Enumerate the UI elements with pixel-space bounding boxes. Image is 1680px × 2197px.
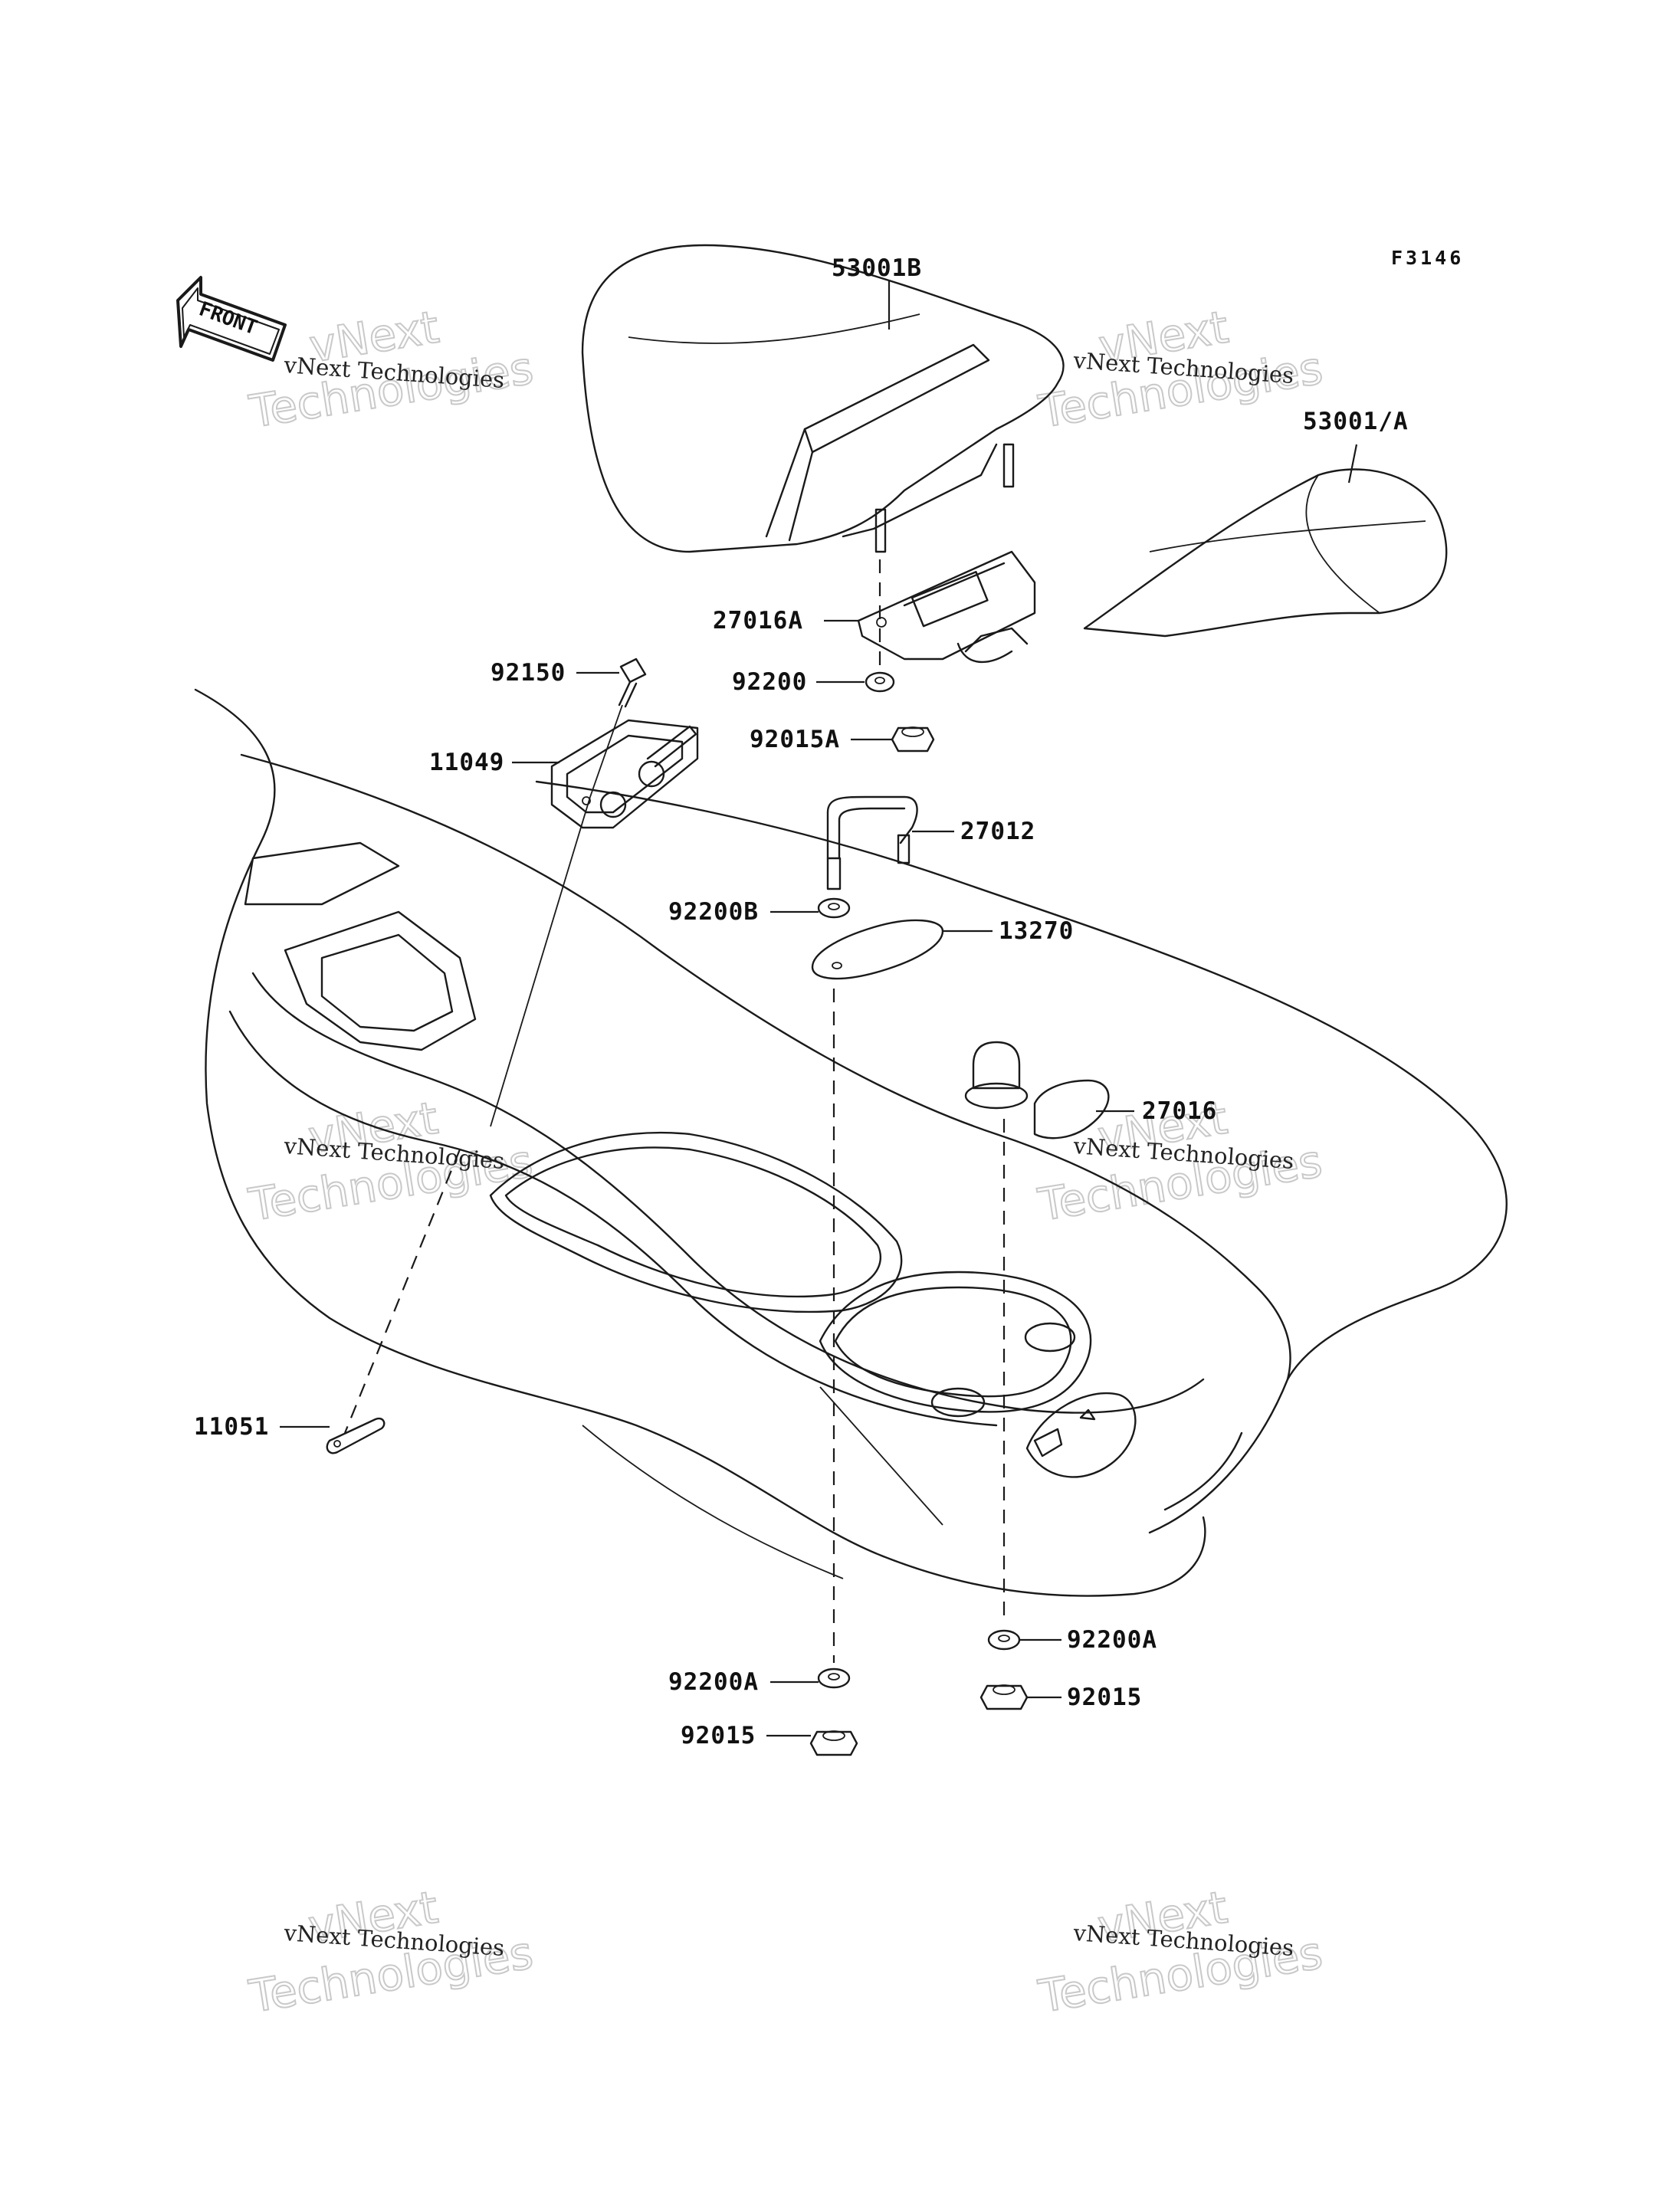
part-label-27016A[interactable]: 27016A [713,607,803,635]
washer-92200 [865,671,895,693]
seat-catch-27016 [964,1041,1110,1139]
assembly-lines [343,559,1006,1663]
nut-92015A [891,726,935,753]
part-label-27016[interactable]: 27016 [1142,1097,1217,1125]
hull-body [194,688,1508,1597]
part-label-92200A-right[interactable]: 92200A [1067,1626,1157,1654]
part-label-92015-left[interactable]: 92015 [681,1722,756,1749]
part-label-92200A-left[interactable]: 92200A [668,1668,759,1696]
bracket-11049 [550,719,699,829]
u-bolt-27012 [826,795,918,890]
part-label-92015A[interactable]: 92015A [750,726,840,753]
part-label-11049[interactable]: 11049 [429,749,504,776]
seat-53001B [581,244,1065,553]
part-label-92200[interactable]: 92200 [732,668,807,696]
part-label-27012[interactable]: 27012 [960,818,1035,845]
strap-11051 [326,1417,386,1454]
part-label-53001A[interactable]: 53001/A [1303,408,1409,435]
seat-53001A [1083,468,1448,638]
bolt-92150 [589,657,647,798]
part-label-92015-right[interactable]: 92015 [1067,1684,1142,1711]
part-label-92200B[interactable]: 92200B [668,898,759,926]
nut-92015-left [809,1730,858,1756]
part-label-11051[interactable]: 11051 [194,1413,269,1441]
washer-92200A-right [987,1629,1021,1651]
part-label-13270[interactable]: 13270 [999,917,1074,945]
latch-27016A [857,550,1036,663]
nut-92015-right [979,1684,1029,1710]
part-label-92150[interactable]: 92150 [491,659,566,687]
leader-lines [280,280,1358,1737]
figure-id: F3146 [1391,247,1464,269]
washer-92200A-left [817,1667,851,1689]
front-arrow-icon: FRONT [176,276,287,362]
washer-92200B [817,897,851,919]
plate-13270 [811,919,944,980]
part-label-53001B[interactable]: 53001B [832,254,922,282]
